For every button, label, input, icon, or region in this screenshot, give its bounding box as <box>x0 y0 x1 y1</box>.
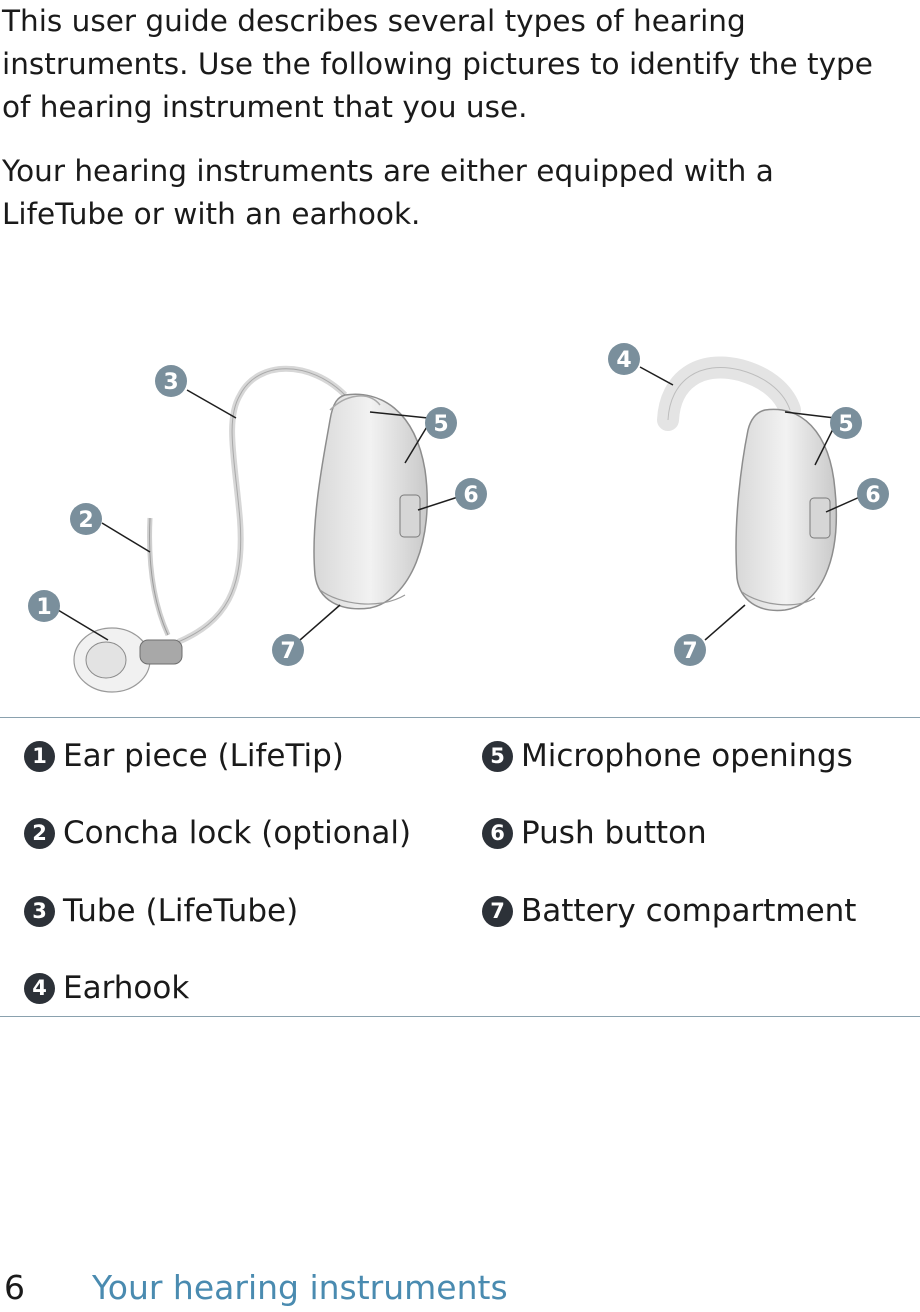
callout-6-left: 6 <box>455 478 487 510</box>
svg-text:7: 7 <box>682 639 697 664</box>
callout-6-right: 6 <box>857 478 889 510</box>
legend-badge-5: 5 <box>482 740 513 772</box>
legend-label-3: Tube (LifeTube) <box>63 893 299 929</box>
intro-paragraph-1: This user guide describes several types … <box>2 4 873 124</box>
hearing-instruments-figure: 1 2 3 4 5 6 7 5 6 7 <box>28 343 889 693</box>
legend-item-3: 3 Tube (LifeTube) <box>24 893 298 929</box>
earhook-instrument-image <box>657 356 837 612</box>
legend-item-7: 7 Battery compartment <box>482 893 856 929</box>
callout-5-right: 5 <box>830 407 862 439</box>
legend-badge-2: 2 <box>24 817 55 849</box>
legend-label-2: Concha lock (optional) <box>63 815 412 851</box>
callout-2: 2 <box>70 503 102 535</box>
footer-section-title: Your hearing instruments <box>92 1268 508 1307</box>
legend-badge-7: 7 <box>482 895 513 927</box>
svg-text:1: 1 <box>36 595 51 620</box>
callout-leader-lines <box>57 366 863 641</box>
legend-badge-6: 6 <box>482 817 513 849</box>
page-number: 6 <box>4 1268 25 1307</box>
legend-item-5: 5 Microphone openings <box>482 738 853 774</box>
svg-text:2: 2 <box>78 508 93 533</box>
callout-7-right: 7 <box>674 634 706 666</box>
legend-badge-4: 4 <box>24 972 55 1004</box>
callout-7-left: 7 <box>272 634 304 666</box>
callout-3: 3 <box>155 365 187 397</box>
svg-text:7: 7 <box>280 639 295 664</box>
legend-item-6: 6 Push button <box>482 815 707 851</box>
legend-label-5: Microphone openings <box>521 738 853 774</box>
callout-5-left: 5 <box>425 407 457 439</box>
legend-label-1: Ear piece (LifeTip) <box>63 738 344 774</box>
svg-text:3: 3 <box>163 370 178 395</box>
legend-item-2: 2 Concha lock (optional) <box>24 815 411 851</box>
svg-text:5: 5 <box>838 412 853 437</box>
legend-label-7: Battery compartment <box>521 893 857 929</box>
svg-text:5: 5 <box>433 412 448 437</box>
legend-label-6: Push button <box>521 815 707 851</box>
legend-top-rule <box>0 717 920 718</box>
callout-4: 4 <box>608 343 640 375</box>
legend-item-1: 1 Ear piece (LifeTip) <box>24 738 344 774</box>
callout-1: 1 <box>28 590 60 622</box>
svg-text:4: 4 <box>616 348 631 373</box>
legend-badge-1: 1 <box>24 740 55 772</box>
legend-item-4: 4 Earhook <box>24 970 189 1006</box>
legend-label-4: Earhook <box>63 970 190 1006</box>
legend-badge-3: 3 <box>24 895 55 927</box>
lifetube-instrument-image <box>73 365 428 693</box>
svg-text:6: 6 <box>463 483 478 508</box>
intro-paragraph-2: Your hearing instruments are either equi… <box>2 154 774 231</box>
svg-text:6: 6 <box>865 483 880 508</box>
legend-bottom-rule <box>0 1016 920 1017</box>
